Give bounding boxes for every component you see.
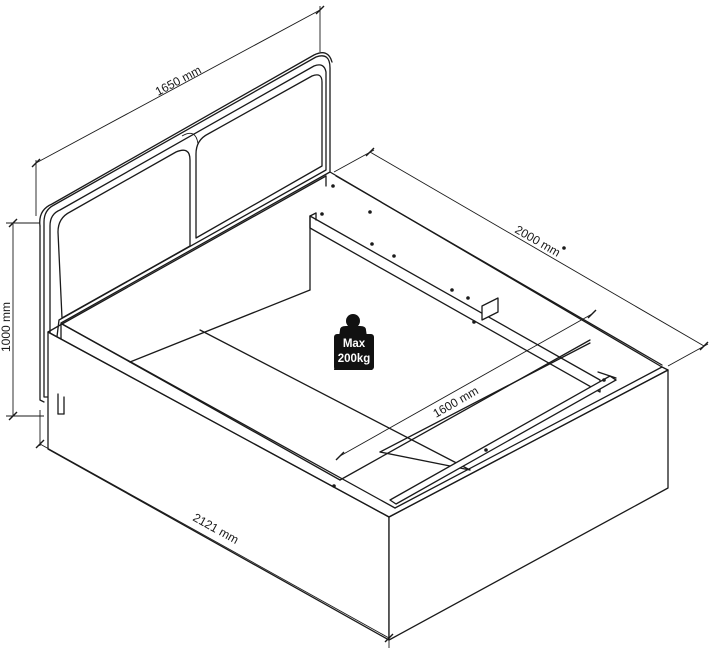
- dim-label-height: 1000 mm: [0, 302, 13, 352]
- storage-interior: [61, 175, 617, 505]
- left-cushion: [57, 149, 191, 319]
- foot-board: [388, 366, 669, 641]
- badge-line-weight: 200kg: [338, 353, 371, 365]
- dimension-length: 2000 mm: [333, 147, 709, 367]
- person-weight-icon: [346, 314, 360, 328]
- side-rail-left: [47, 323, 396, 641]
- dim-label-headboard-width: 1650 mm: [153, 63, 204, 99]
- dimension-height: 1000 mm: [0, 218, 44, 421]
- headboard: [39, 52, 333, 403]
- badge-line-max: Max: [343, 338, 366, 350]
- side-rail-right: [325, 171, 663, 368]
- dim-label-length: 2000 mm: [513, 222, 563, 259]
- right-cushion: [195, 74, 323, 239]
- max-weight-badge: Max 200kg: [334, 314, 374, 370]
